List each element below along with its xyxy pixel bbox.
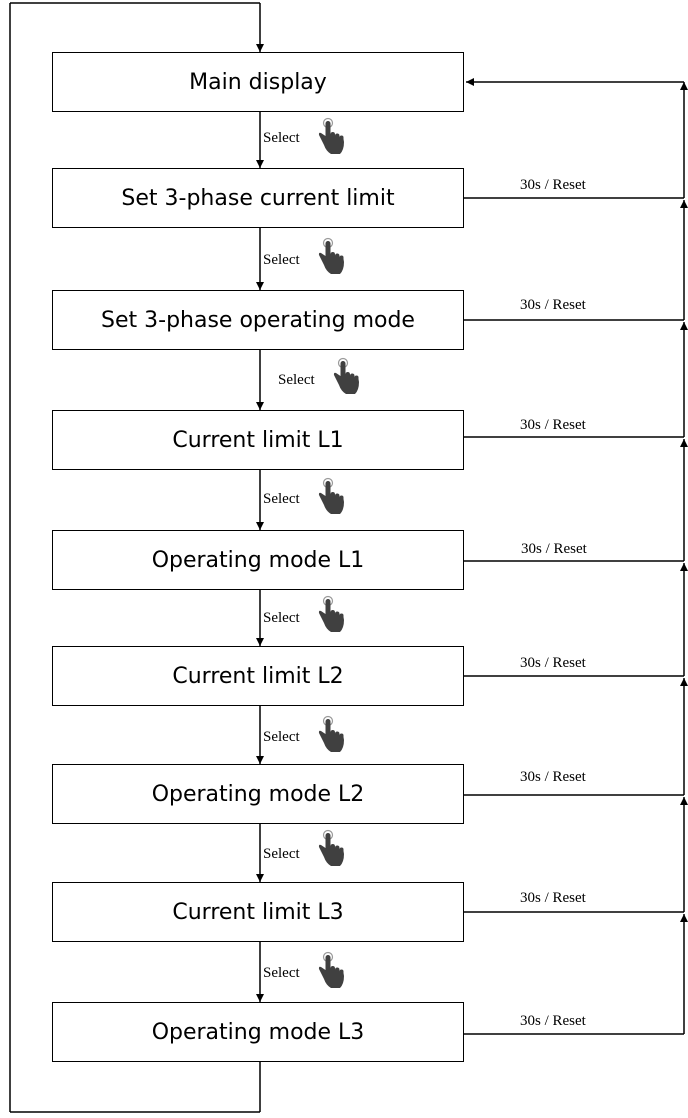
state-box-operating-mode-l2: Operating mode L2: [52, 764, 464, 824]
state-box-current-limit-l1: Current limit L1: [52, 410, 464, 470]
timeout-reset-label: 30s / Reset: [520, 417, 586, 433]
state-label: Current limit L2: [172, 663, 344, 689]
timeout-reset-label: 30s / Reset: [520, 655, 586, 671]
select-label: Select: [263, 130, 300, 146]
timeout-reset-label: 30s / Reset: [520, 1013, 586, 1029]
state-label: Set 3-phase current limit: [121, 185, 395, 211]
pointing-hand-icon: [318, 117, 344, 154]
state-box-operating-mode-l3: Operating mode L3: [52, 1002, 464, 1062]
pointing-hand-icon: [318, 237, 344, 274]
timeout-reset-label: 30s / Reset: [520, 769, 586, 785]
timeout-reset-label: 30s / Reset: [520, 890, 586, 906]
state-label: Current limit L1: [172, 427, 344, 453]
state-box-set-3phase-current-limit: Set 3-phase current limit: [52, 168, 464, 228]
state-label: Operating mode L2: [151, 781, 365, 807]
pointing-hand-icon: [318, 595, 344, 632]
timeout-reset-label: 30s / Reset: [520, 177, 586, 193]
state-box-current-limit-l3: Current limit L3: [52, 882, 464, 942]
timeout-reset-label: 30s / Reset: [520, 297, 586, 313]
state-box-set-3phase-operating-mode: Set 3-phase operating mode: [52, 290, 464, 350]
select-label: Select: [263, 610, 300, 626]
state-label: Main display: [189, 69, 327, 95]
select-label: Select: [263, 729, 300, 745]
state-box-main-display: Main display: [52, 52, 464, 112]
state-box-current-limit-l2: Current limit L2: [52, 646, 464, 706]
select-label: Select: [263, 846, 300, 862]
select-label: Select: [263, 252, 300, 268]
pointing-hand-icon: [318, 829, 344, 866]
select-label: Select: [263, 491, 300, 507]
state-label: Operating mode L3: [151, 1019, 365, 1045]
select-label: Select: [263, 965, 300, 981]
select-label: Select: [278, 372, 315, 388]
timeout-reset-label: 30s / Reset: [521, 541, 587, 557]
pointing-hand-icon: [333, 357, 359, 394]
pointing-hand-icon: [318, 951, 344, 988]
state-label: Set 3-phase operating mode: [101, 307, 415, 333]
pointing-hand-icon: [318, 477, 344, 514]
state-label: Current limit L3: [172, 899, 344, 925]
state-box-operating-mode-l1: Operating mode L1: [52, 530, 464, 590]
state-label: Operating mode L1: [151, 547, 365, 573]
pointing-hand-icon: [318, 715, 344, 752]
